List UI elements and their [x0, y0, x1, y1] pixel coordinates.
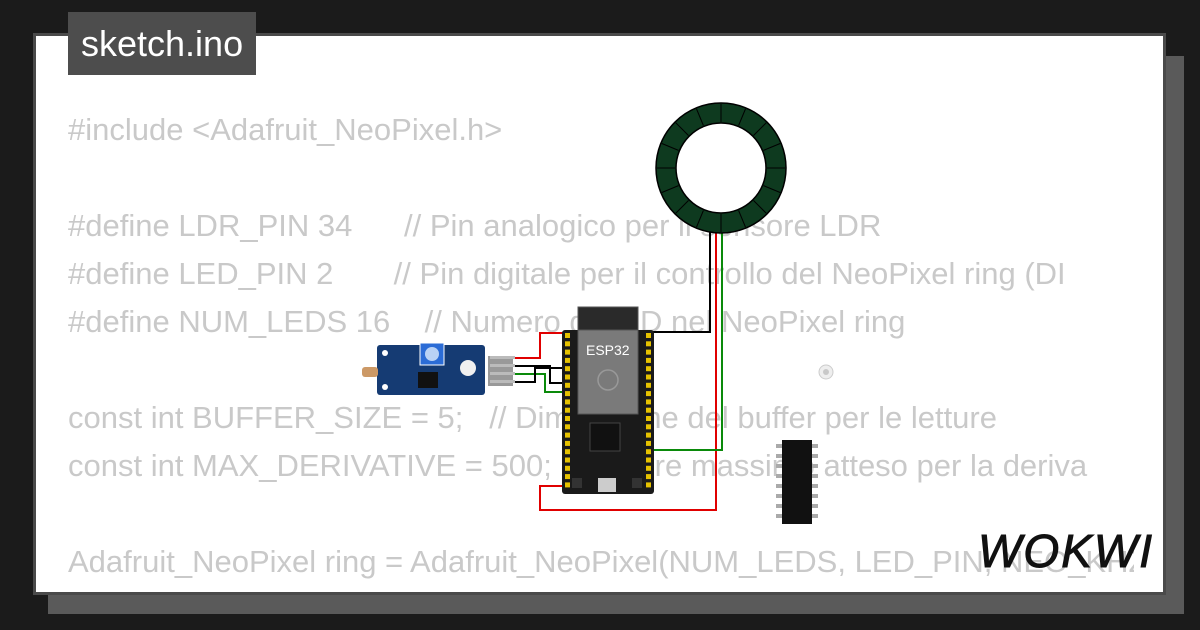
- board-pin[interactable]: [565, 482, 570, 488]
- board-pin[interactable]: [646, 407, 651, 413]
- board-pin[interactable]: [646, 391, 651, 397]
- chip-pin: [812, 464, 818, 468]
- board-pin[interactable]: [646, 374, 651, 380]
- wire-ring-vcc: [539, 228, 717, 511]
- ring-pixel-divider: [753, 122, 767, 136]
- board-pin[interactable]: [565, 440, 570, 446]
- ring-pixel-divider: [738, 108, 746, 126]
- ldr-pin[interactable]: [490, 380, 515, 383]
- chip-pin: [812, 474, 818, 478]
- chip-pin: [776, 514, 782, 518]
- code-line: #include <Adafruit_NeoPixel.h>: [68, 112, 503, 147]
- ring-pixel-divider: [661, 185, 679, 193]
- board-pin[interactable]: [565, 416, 570, 421]
- chip-pin: [776, 504, 782, 508]
- ring-pixel-divider: [696, 108, 704, 126]
- board-pin[interactable]: [646, 449, 651, 455]
- wokwi-logo-text: WOKWI: [978, 525, 1154, 577]
- wokwi-logo-icon: WOKWI: [978, 525, 1154, 578]
- chip-pin: [776, 474, 782, 478]
- wire-ring-gnd: [652, 228, 711, 333]
- board-pin[interactable]: [646, 382, 651, 388]
- board-pin[interactable]: [565, 424, 570, 430]
- board-pin[interactable]: [646, 432, 651, 438]
- esp32-label: ESP32: [586, 342, 630, 358]
- ring-pixel-divider: [696, 210, 704, 228]
- board-pin[interactable]: [565, 349, 570, 355]
- ring-pixel-divider: [675, 200, 689, 214]
- chip-pin: [776, 444, 782, 448]
- ldr-pin[interactable]: [490, 356, 515, 359]
- chip-pin: [776, 484, 782, 488]
- board-pin[interactable]: [646, 341, 651, 347]
- board-pin[interactable]: [565, 474, 570, 480]
- board-pin[interactable]: [646, 333, 651, 338]
- code-line: #define NUM_LEDS 16 // Numero di LED nel…: [68, 304, 906, 339]
- ldr-pin[interactable]: [490, 364, 515, 367]
- board-pin[interactable]: [646, 366, 651, 372]
- code-block: #include <Adafruit_NeoPixel.h> #define LD…: [68, 106, 1134, 586]
- board-pin[interactable]: [565, 357, 570, 363]
- ring-pixel-divider: [763, 143, 781, 151]
- code-line: Adafruit_NeoPixel ring = Adafruit_NeoPix…: [68, 544, 1134, 579]
- wires: [515, 228, 723, 511]
- chip-pin: [776, 454, 782, 458]
- file-title-tab: sketch.ino: [68, 12, 257, 75]
- chip-pin: [812, 504, 818, 508]
- chip-pin: [812, 484, 818, 488]
- board-pin[interactable]: [565, 333, 570, 338]
- board-pin[interactable]: [565, 391, 570, 397]
- chip-pin: [812, 514, 818, 518]
- code-line: #define LDR_PIN 34 // Pin analogico per …: [68, 208, 882, 243]
- wire-ldr-gnd: [515, 365, 565, 384]
- board-pin[interactable]: [646, 465, 651, 471]
- chip-pin: [812, 454, 818, 458]
- board-pin[interactable]: [565, 341, 570, 347]
- board-pin[interactable]: [565, 465, 570, 471]
- esp32-board-icon[interactable]: ESP32: [562, 306, 654, 494]
- chip-pin: [776, 494, 782, 498]
- board-pin[interactable]: [646, 399, 651, 405]
- wire-ring-din: [652, 228, 723, 451]
- ldr-pin[interactable]: [490, 372, 515, 375]
- board-pin[interactable]: [565, 407, 570, 413]
- code-line: #define LED_PIN 2 // Pin digitale per il…: [68, 256, 1066, 291]
- board-pin[interactable]: [565, 449, 570, 455]
- board-pin[interactable]: [565, 432, 570, 438]
- ring-pixel-divider: [753, 200, 767, 214]
- wire-ldr-vcc: [515, 332, 565, 359]
- neopixel-ring-icon[interactable]: [655, 102, 787, 234]
- ring-pixel-divider: [661, 143, 679, 151]
- board-pin[interactable]: [565, 366, 570, 372]
- chip-pin: [812, 444, 818, 448]
- board-pin[interactable]: [646, 357, 651, 363]
- board-pin[interactable]: [565, 374, 570, 380]
- wire-ldr-ao: [515, 367, 565, 383]
- board-pin[interactable]: [565, 382, 570, 388]
- chip-pin: [776, 464, 782, 468]
- wire-ldr-do: [515, 373, 565, 393]
- ic-chip-icon[interactable]: [776, 440, 818, 524]
- ring-pixel-divider: [763, 185, 781, 193]
- led-icon[interactable]: [818, 364, 834, 380]
- ring-pixel-divider: [738, 210, 746, 228]
- board-pin[interactable]: [646, 457, 651, 463]
- code-line: const int MAX_DERIVATIVE = 500; // Valor…: [68, 448, 1088, 483]
- board-pin[interactable]: [565, 457, 570, 463]
- board-pin[interactable]: [646, 424, 651, 430]
- board-pin[interactable]: [565, 399, 570, 405]
- ring-pixel-divider: [675, 122, 689, 136]
- ldr-sensor-module-icon[interactable]: [362, 342, 515, 395]
- board-pin[interactable]: [646, 474, 651, 480]
- board-pin[interactable]: [646, 482, 651, 488]
- board-pin[interactable]: [646, 440, 651, 446]
- board-pin[interactable]: [646, 349, 651, 355]
- board-pin[interactable]: [646, 416, 651, 421]
- chip-pin: [812, 494, 818, 498]
